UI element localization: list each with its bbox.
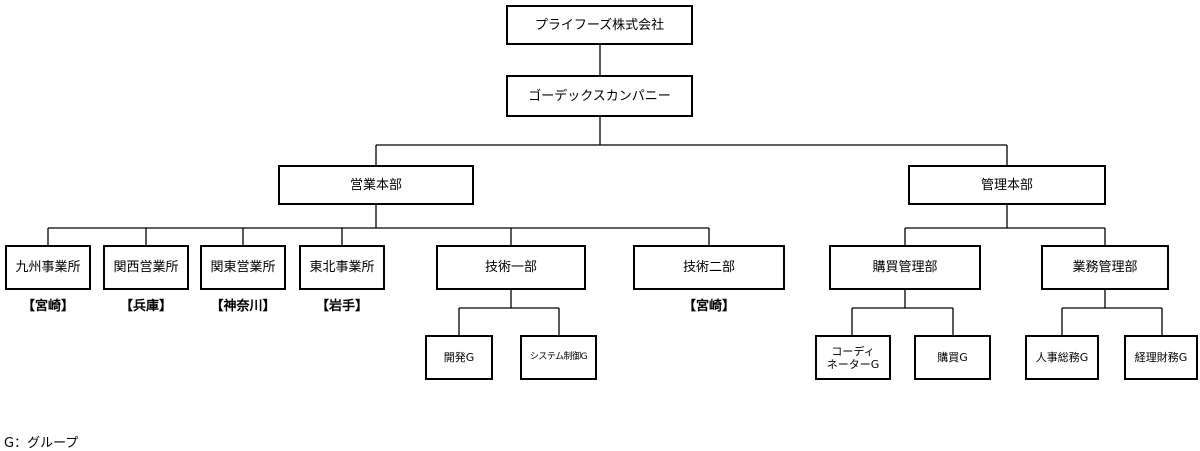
admin-hq-box: 管理本部 — [908, 165, 1106, 205]
kansai-location: 【兵庫】 — [119, 299, 172, 314]
root-company-box: プライフーズ株式会社 — [506, 5, 693, 45]
dev-group-box: 開発G — [425, 335, 493, 380]
tech2-location: 【宮崎】 — [682, 299, 735, 314]
tech1-dept-box: 技術一部 — [436, 245, 586, 290]
system-control-group-box: システム制御G — [520, 335, 597, 380]
hr-affairs-group-box: 人事総務G — [1025, 335, 1099, 380]
tech2-dept-box: 技術二部 — [633, 245, 785, 290]
purchase-group-box: 購買G — [914, 335, 991, 380]
tohoku-location: 【岩手】 — [315, 299, 368, 314]
finance-group-box: 経理財務G — [1124, 335, 1198, 380]
tohoku-office-box: 東北事業所 — [299, 245, 385, 290]
purchase-dept-box: 購買管理部 — [829, 245, 981, 290]
kanto-office-box: 関東営業所 — [200, 245, 286, 290]
kyushu-office-box: 九州事業所 — [5, 245, 91, 290]
kansai-office-box: 関西営業所 — [103, 245, 189, 290]
kyushu-location: 【宮崎】 — [21, 299, 74, 314]
coordinator-group-box: コーディ ネーターG — [815, 335, 891, 380]
kanto-location: 【神奈川】 — [210, 299, 276, 314]
business-dept-box: 業務管理部 — [1041, 245, 1169, 290]
sales-hq-box: 営業本部 — [278, 165, 474, 205]
company-box: ゴーデックスカンパニー — [506, 75, 693, 117]
legend-note: G：グループ — [4, 436, 79, 451]
